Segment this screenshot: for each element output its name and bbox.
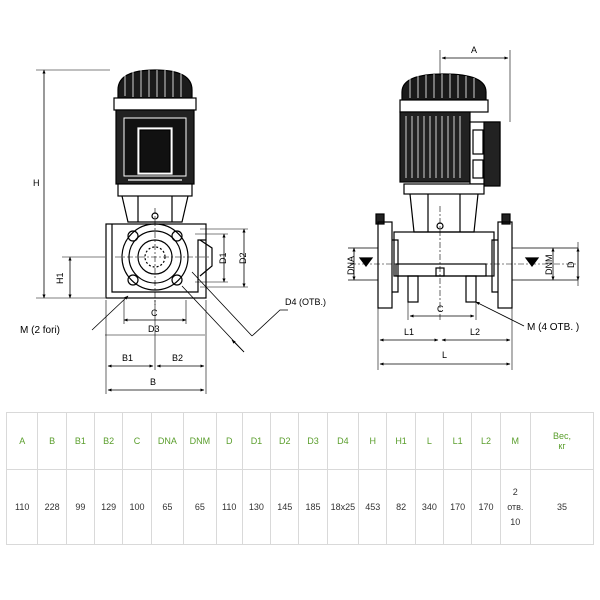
right-view-labels: A DNA DNM D C L1 L2 L M (4 OTB. ) bbox=[346, 45, 579, 360]
dimension-lines bbox=[42, 69, 288, 392]
motor-body-side bbox=[399, 99, 501, 187]
dim-d3-label: D3 bbox=[148, 324, 160, 334]
col-header-l2: L2 bbox=[471, 412, 501, 470]
motor-body bbox=[113, 97, 197, 185]
dim-dna-label: DNA bbox=[346, 256, 356, 275]
col-header-l1: L1 bbox=[443, 412, 473, 470]
motor-fan-cap bbox=[117, 69, 193, 99]
dim-b-label: B bbox=[150, 377, 156, 387]
col-header-c: C bbox=[122, 412, 152, 470]
col-header-d4: D4 bbox=[326, 412, 360, 470]
cell-m-line: 10 bbox=[510, 516, 521, 527]
col-header-weight-line: кг bbox=[558, 441, 566, 451]
cell-d4: 18x25 bbox=[326, 469, 360, 545]
pump-body-side bbox=[377, 221, 513, 309]
cell-weight: 35 bbox=[530, 469, 594, 545]
cell-m-line: 2 bbox=[512, 486, 518, 497]
cell-dna: 65 bbox=[150, 469, 185, 545]
cell-h: 453 bbox=[358, 469, 388, 545]
left-view bbox=[36, 69, 288, 394]
left-view-labels: H H1 D1 D2 C D3 B1 B2 B D4 (OTB.) M (2 f… bbox=[20, 178, 326, 387]
dim-c-side-label: C bbox=[437, 304, 444, 314]
dim-d1-label: D1 bbox=[218, 252, 228, 264]
col-header-d2: D2 bbox=[270, 412, 300, 470]
dim-b1-label: B1 bbox=[122, 353, 133, 363]
dim-d4-label: D4 (OTB.) bbox=[285, 297, 326, 307]
dim-a-label: A bbox=[471, 45, 477, 55]
cell-l2: 170 bbox=[471, 469, 501, 545]
cell-b: 228 bbox=[37, 469, 67, 545]
pump-dimension-drawing: H H1 D1 D2 C D3 B1 B2 B D4 (OTB.) M (2 f… bbox=[20, 45, 580, 394]
dim-b2-label: B2 bbox=[172, 353, 183, 363]
cell-d2: 145 bbox=[270, 469, 300, 545]
dim-dnm-label: DNM bbox=[544, 255, 554, 276]
cell-b2: 129 bbox=[94, 469, 124, 545]
cell-m-line: отв. bbox=[507, 501, 524, 512]
cell-d3: 185 bbox=[298, 469, 328, 545]
flow-arrow-out bbox=[524, 257, 540, 267]
dim-c-label: C bbox=[151, 308, 158, 318]
col-header-dna: DNA bbox=[150, 412, 185, 470]
cell-dnm: 65 bbox=[183, 469, 217, 545]
cell-c: 100 bbox=[122, 469, 152, 545]
cell-b1: 99 bbox=[65, 469, 96, 545]
cell-h1: 82 bbox=[386, 469, 416, 545]
pump-lantern-side bbox=[375, 183, 511, 233]
dim-d2-label: D2 bbox=[238, 252, 248, 264]
cell-m: 2 отв. 10 bbox=[499, 469, 532, 545]
callout-m-2-fori: M (2 fori) bbox=[20, 325, 60, 336]
cell-a: 110 bbox=[5, 469, 39, 545]
motor-fan-cap-side bbox=[401, 73, 487, 101]
col-header-m: M bbox=[499, 412, 532, 470]
col-header-b2: B2 bbox=[94, 412, 124, 470]
cell-l1: 170 bbox=[443, 469, 473, 545]
col-header-weight-line: Вес, bbox=[552, 431, 571, 441]
col-header-dnm: DNM bbox=[183, 412, 217, 470]
dim-h1-label: H1 bbox=[55, 272, 65, 284]
pump-housing bbox=[105, 223, 213, 299]
dim-l1-label: L1 bbox=[404, 327, 414, 337]
col-header-b1: B1 bbox=[65, 412, 96, 470]
cell-d1: 130 bbox=[241, 469, 272, 545]
dim-l-label: L bbox=[442, 350, 447, 360]
col-header-h: H bbox=[358, 412, 388, 470]
col-header-l: L bbox=[414, 412, 445, 470]
col-header-d: D bbox=[215, 412, 243, 470]
dim-d-label: D bbox=[566, 261, 576, 268]
dimension-lines-side bbox=[352, 56, 580, 366]
col-header-b: B bbox=[37, 412, 67, 470]
col-header-d1: D1 bbox=[241, 412, 272, 470]
col-header-weight: Вес,кг bbox=[530, 412, 594, 470]
col-header-a: A bbox=[5, 412, 39, 470]
cell-l: 340 bbox=[414, 469, 445, 545]
dim-h-label: H bbox=[33, 178, 40, 188]
right-view bbox=[348, 50, 580, 370]
col-header-d3: D3 bbox=[298, 412, 328, 470]
col-header-h1: H1 bbox=[386, 412, 416, 470]
flow-arrow-in bbox=[358, 257, 374, 267]
cell-d: 110 bbox=[215, 469, 243, 545]
dim-l2-label: L2 bbox=[470, 327, 480, 337]
callout-m-4-otb: M (4 OTB. ) bbox=[527, 322, 579, 333]
